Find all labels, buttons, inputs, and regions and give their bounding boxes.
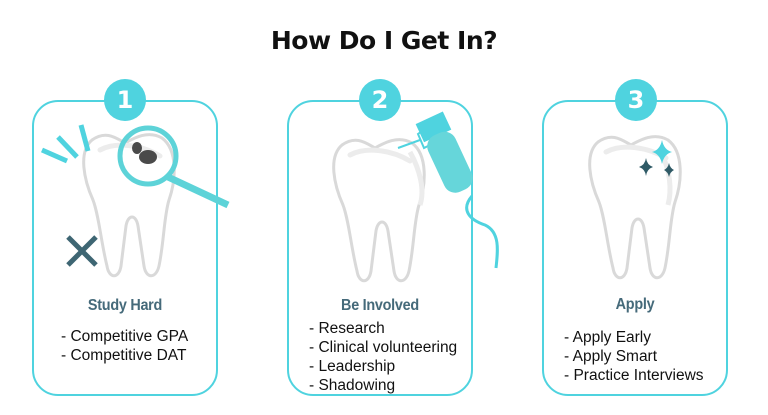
step-number-badge: 2 — [359, 79, 401, 121]
tooth-sparkle-icon — [588, 135, 682, 280]
step-number-badge: 3 — [615, 79, 657, 121]
list-item: - Practice Interviews — [564, 367, 704, 384]
list-item: - Competitive DAT — [61, 347, 187, 364]
step-heading: Apply — [615, 296, 655, 313]
list-item: - Clinical volunteering — [309, 339, 458, 356]
sparkle-icon — [664, 163, 674, 177]
step-number-badge: 1 — [104, 79, 146, 121]
tooth-dental-tool-icon — [332, 111, 499, 283]
step-heading: Study Hard — [87, 297, 163, 314]
step-list: - Research - Clinical volunteering - Lea… — [309, 319, 457, 395]
step-heading: Be Involved — [341, 297, 419, 314]
step-list: - Competitive GPA - Competitive DAT — [61, 327, 188, 365]
list-item: - Shadowing — [309, 377, 396, 394]
list-item: - Leadership — [309, 358, 396, 375]
sparkle-icon — [652, 140, 672, 164]
page-title: How Do I Get In? — [270, 26, 498, 55]
list-item: - Apply Smart — [564, 348, 658, 365]
tooth-magnifier-icon — [40, 124, 230, 278]
list-item: - Competitive GPA — [61, 328, 189, 345]
list-item: - Apply Early — [564, 329, 652, 346]
step-list: - Apply Early - Apply Smart - Practice I… — [564, 328, 704, 385]
list-item: - Research — [309, 320, 385, 337]
sparkle-icon — [639, 158, 653, 176]
